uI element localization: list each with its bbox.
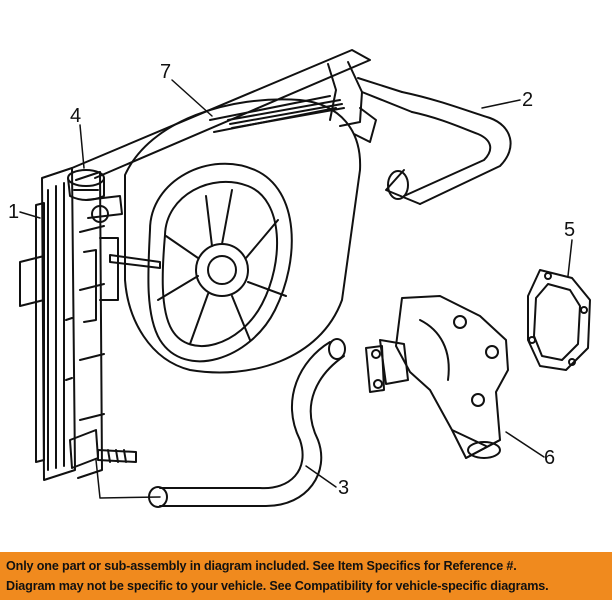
leader-lines [19,79,573,499]
water-pump-gasket [527,269,591,371]
lower-radiator-hose [148,338,346,508]
radiator-cap [67,169,105,201]
callout-3: 3 [338,477,349,499]
callout-6: 6 [544,447,555,469]
disclaimer-line-2: Diagram may not be specific to your vehi… [6,579,549,593]
fan-shroud [109,95,362,374]
disclaimer-line-1: Only one part or sub-assembly in diagram… [6,559,517,573]
drain-plug [97,449,137,463]
callout-2: 2 [522,89,533,111]
disclaimer-box: Only one part or sub-assembly in diagram… [0,552,612,600]
water-pump [365,295,509,459]
upper-radiator-hose [357,77,512,205]
callout-5: 5 [564,219,575,241]
disclaimer-banner: Only one part or sub-assembly in diagram… [0,540,612,612]
parts-diagram: 1 4 7 2 5 6 3 [8,49,591,508]
callout-4: 4 [70,105,81,127]
callout-1: 1 [8,201,19,223]
callout-7: 7 [160,61,171,83]
